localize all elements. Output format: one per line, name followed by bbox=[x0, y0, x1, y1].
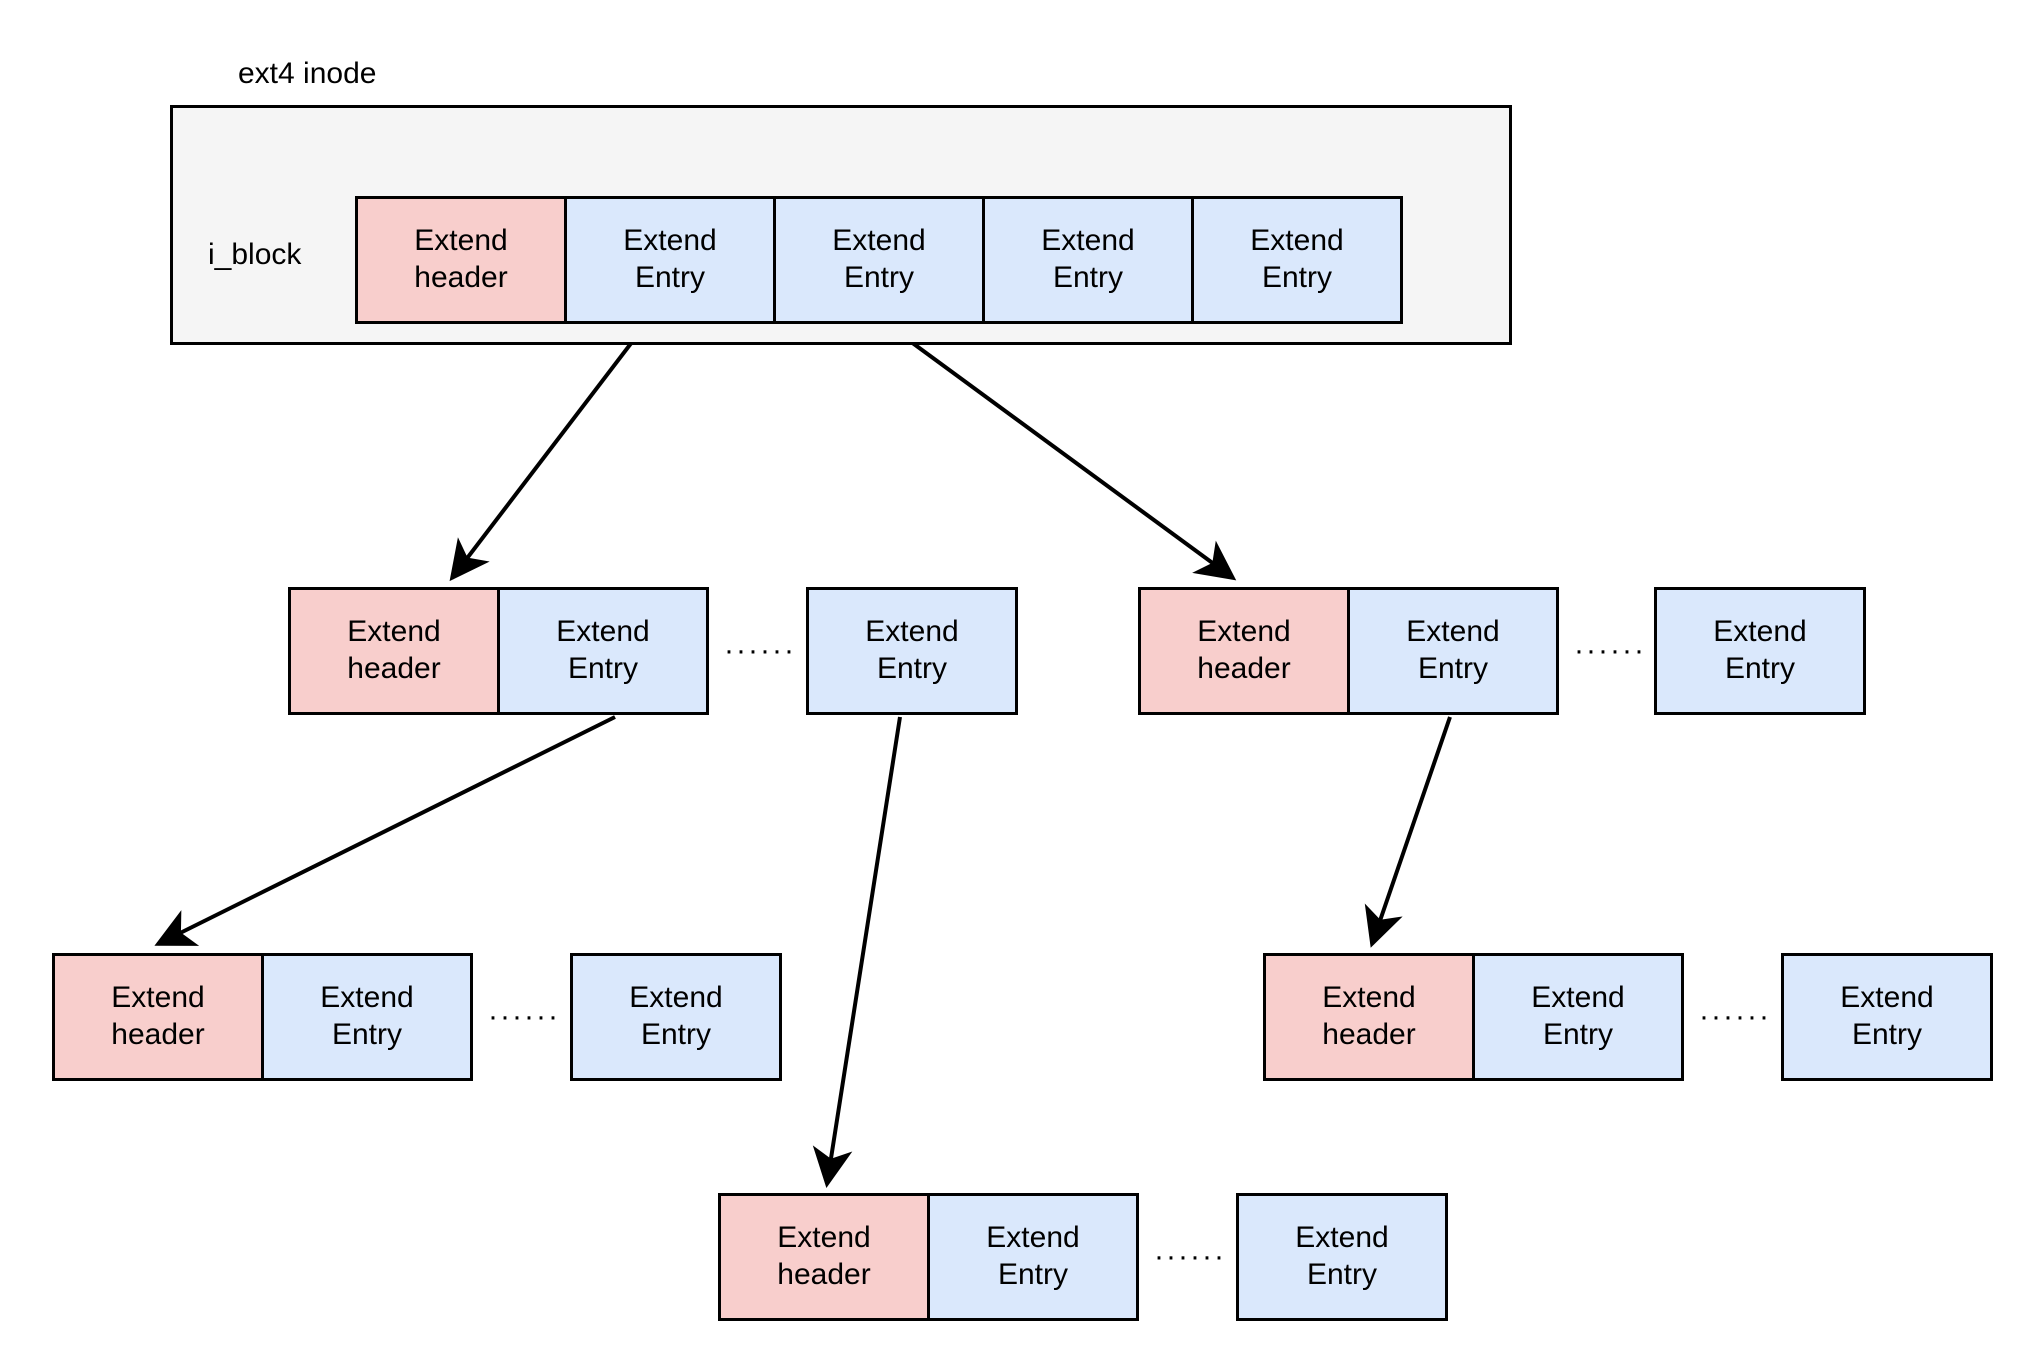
cell-line-1: Extend bbox=[556, 615, 650, 649]
extent-entry-cell[interactable]: Extend Entry bbox=[261, 953, 473, 1081]
cell-line-2: header bbox=[1322, 1018, 1416, 1051]
arrow-root-entry2-to-node2c bbox=[886, 323, 1237, 581]
ellipsis-separator: ······ bbox=[1154, 1240, 1226, 1273]
cell-line-2: header bbox=[111, 1018, 205, 1051]
arrow-node2b-entry-to-node4a bbox=[812, 716, 902, 1188]
extent-header-cell[interactable]: Extend header bbox=[355, 196, 567, 324]
extent-node-4a: Extend header Extend Entry bbox=[718, 1193, 1139, 1321]
extent-node-2d: Extend Entry bbox=[1654, 587, 1866, 715]
cell-line-2: Entry bbox=[1851, 1018, 1923, 1051]
extent-node-2c: Extend header Extend Entry bbox=[1138, 587, 1559, 715]
cell-line-1: Extend bbox=[111, 981, 205, 1015]
cell-line-1: Extend bbox=[1531, 981, 1625, 1015]
cell-line-1: Extend bbox=[1250, 224, 1344, 258]
cell-line-1: Extend bbox=[1322, 981, 1416, 1015]
extent-node-2b: Extend Entry bbox=[806, 587, 1018, 715]
extent-node-3b: Extend Entry bbox=[570, 953, 782, 1081]
cell-line-2: Entry bbox=[1261, 261, 1333, 294]
extent-entry-cell[interactable]: Extend Entry bbox=[1191, 196, 1403, 324]
extent-entry-cell[interactable]: Extend Entry bbox=[1472, 953, 1684, 1081]
extent-entry-cell[interactable]: Extend Entry bbox=[564, 196, 776, 324]
extent-header-cell[interactable]: Extend header bbox=[1263, 953, 1475, 1081]
cell-line-1: Extend bbox=[865, 615, 959, 649]
cell-line-1: Extend bbox=[1041, 224, 1135, 258]
cell-line-2: Entry bbox=[843, 261, 915, 294]
extent-node-4b: Extend Entry bbox=[1236, 1193, 1448, 1321]
ellipsis-separator: ······ bbox=[488, 1000, 560, 1033]
cell-line-1: Extend bbox=[1295, 1221, 1389, 1255]
extent-entry-cell[interactable]: Extend Entry bbox=[1347, 587, 1559, 715]
cell-line-2: Entry bbox=[634, 261, 706, 294]
i-block-label: i_block bbox=[208, 238, 302, 271]
extent-entry-cell[interactable]: Extend Entry bbox=[773, 196, 985, 324]
extent-entry-cell[interactable]: Extend Entry bbox=[570, 953, 782, 1081]
cell-line-2: Entry bbox=[567, 652, 639, 685]
cell-line-2: Entry bbox=[1417, 652, 1489, 685]
cell-line-1: Extend bbox=[832, 224, 926, 258]
cell-line-2: Entry bbox=[331, 1018, 403, 1051]
cell-line-1: Extend bbox=[1197, 615, 1291, 649]
cell-line-2: Entry bbox=[876, 652, 948, 685]
inode-extent-root-group: Extend header Extend Entry Extend Entry … bbox=[355, 196, 1403, 324]
cell-line-1: Extend bbox=[320, 981, 414, 1015]
extent-entry-cell[interactable]: Extend Entry bbox=[982, 196, 1194, 324]
cell-line-2: Entry bbox=[640, 1018, 712, 1051]
cell-line-1: Extend bbox=[1713, 615, 1807, 649]
extent-entry-cell[interactable]: Extend Entry bbox=[1781, 953, 1993, 1081]
extent-header-cell[interactable]: Extend header bbox=[1138, 587, 1350, 715]
extent-entry-cell[interactable]: Extend Entry bbox=[1236, 1193, 1448, 1321]
extent-header-cell[interactable]: Extend header bbox=[288, 587, 500, 715]
cell-line-2: header bbox=[347, 652, 441, 685]
cell-line-1: Extend bbox=[347, 615, 441, 649]
extent-node-3a: Extend header Extend Entry bbox=[52, 953, 473, 1081]
cell-line-2: Entry bbox=[1306, 1258, 1378, 1291]
extent-node-3c: Extend header Extend Entry bbox=[1263, 953, 1684, 1081]
cell-line-2: header bbox=[777, 1258, 871, 1291]
arrow-node2c-entry-to-node3c bbox=[1364, 716, 1452, 948]
diagram-title: ext4 inode bbox=[238, 57, 377, 90]
extent-entry-cell[interactable]: Extend Entry bbox=[927, 1193, 1139, 1321]
cell-line-1: Extend bbox=[1406, 615, 1500, 649]
cell-line-2: Entry bbox=[1542, 1018, 1614, 1051]
extent-entry-cell[interactable]: Extend Entry bbox=[806, 587, 1018, 715]
cell-line-1: Extend bbox=[414, 224, 508, 258]
extent-header-cell[interactable]: Extend header bbox=[52, 953, 264, 1081]
ellipsis-separator: ······ bbox=[1574, 634, 1646, 667]
cell-line-2: Entry bbox=[1052, 261, 1124, 294]
ellipsis-separator: ······ bbox=[1699, 1000, 1771, 1033]
cell-line-1: Extend bbox=[986, 1221, 1080, 1255]
extent-entry-cell[interactable]: Extend Entry bbox=[1654, 587, 1866, 715]
arrow-root-entry1-to-node2a bbox=[449, 323, 647, 582]
cell-line-1: Extend bbox=[1840, 981, 1934, 1015]
extent-header-cell[interactable]: Extend header bbox=[718, 1193, 930, 1321]
cell-line-2: Entry bbox=[1724, 652, 1796, 685]
ellipsis-separator: ······ bbox=[724, 634, 796, 667]
cell-line-1: Extend bbox=[629, 981, 723, 1015]
cell-line-2: Entry bbox=[997, 1258, 1069, 1291]
arrow-node2a-entry-to-node3a bbox=[154, 715, 616, 946]
extent-entry-cell[interactable]: Extend Entry bbox=[497, 587, 709, 715]
extent-node-2a: Extend header Extend Entry bbox=[288, 587, 709, 715]
cell-line-2: header bbox=[414, 261, 508, 294]
cell-line-2: header bbox=[1197, 652, 1291, 685]
cell-line-1: Extend bbox=[623, 224, 717, 258]
extent-node-3d: Extend Entry bbox=[1781, 953, 1993, 1081]
cell-line-1: Extend bbox=[777, 1221, 871, 1255]
